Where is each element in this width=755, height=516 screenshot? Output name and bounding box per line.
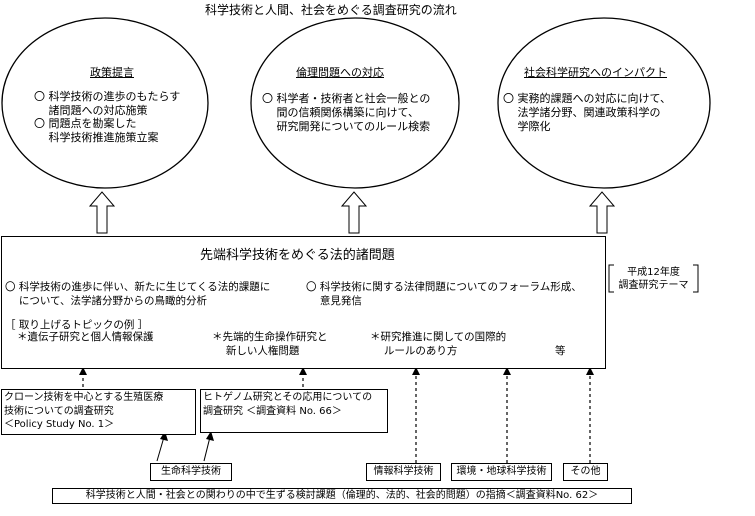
side-bracket-right bbox=[693, 264, 699, 293]
study-box-cloning: クローン技術を中心とする生殖医療 技術についての調査研究 ＜Policy Stu… bbox=[1, 389, 196, 435]
solid-connector-2 bbox=[203, 436, 211, 462]
field-box-other: その他 bbox=[563, 463, 608, 481]
main-box-left-item: 〇 科学技術の進歩に伴い、新たに生じてくる法的課題に について、法学諸分野からの… bbox=[5, 280, 270, 308]
ellipse-policy-item-2-line-1: 〇 問題点を勘案した bbox=[34, 117, 137, 130]
side-label-line-2: 調査研究テーマ bbox=[618, 280, 689, 291]
ellipse-social-science-item-1-line-2: 法学諸分野、関連政策科学の bbox=[503, 106, 661, 119]
main-box-left-item-line-1: 〇 科学技術の進歩に伴い、新たに生じてくる法的課題に bbox=[5, 281, 271, 293]
hollow-up-arrow-2 bbox=[340, 191, 368, 234]
ellipse-policy-item-1: 〇 科学技術の進歩のもたらす 諸問題への対応施策 bbox=[34, 90, 180, 118]
arrowhead-3 bbox=[412, 367, 420, 375]
arrowhead-2 bbox=[299, 367, 307, 375]
topic-2-line-2: 新しい人権問題 bbox=[212, 345, 300, 357]
study-box-human-genome-line-1: ヒトゲノム研究とその応用についての bbox=[203, 392, 373, 403]
main-box-title: 先端科学技術をめぐる法的諸問題 bbox=[200, 248, 395, 263]
ellipse-policy-item-1-line-1: 〇 科学技術の進歩のもたらす bbox=[34, 90, 181, 103]
solid-arrowhead-1 bbox=[160, 431, 168, 441]
side-label-line-1: 平成12年度 bbox=[627, 267, 680, 278]
ellipse-ethics-item-1: 〇 科学者・技術者と社会一般との 間の信頼関係構築に向けて、 研究開発についての… bbox=[262, 92, 430, 134]
main-box-right-item: 〇 科学技術に関する法律問題についてのフォーラム形成、 意見発信 bbox=[306, 280, 582, 308]
study-box-human-genome: ヒトゲノム研究とその応用についての 調査研究 ＜調査資料 No. 66＞ bbox=[200, 389, 388, 433]
field-box-life-science: 生命科学技術 bbox=[150, 463, 232, 481]
topic-3-line-2: ルールのあり方 bbox=[370, 345, 458, 357]
study-box-cloning-line-3: ＜Policy Study No. 1＞ bbox=[4, 419, 115, 430]
bottom-issues-bar: 科学技術と人間・社会との関わりの中で生ずる検討課題（倫理的、法的、社会的問題）の… bbox=[52, 488, 632, 504]
side-label: 平成12年度 調査研究テーマ bbox=[614, 266, 693, 292]
main-box-right-item-line-1: 〇 科学技術に関する法律問題についてのフォーラム形成、 bbox=[306, 281, 582, 293]
ellipse-policy-item-2: 〇 問題点を勘案した 科学技術推進施策立案 bbox=[34, 117, 159, 145]
ellipse-policy-item-1-line-2: 諸問題への対応施策 bbox=[34, 104, 148, 117]
ellipse-social-science bbox=[497, 17, 711, 189]
topics-heading: ［ 取り上げるトピックの例 ］ bbox=[5, 319, 149, 331]
solid-arrowhead-2 bbox=[206, 431, 214, 441]
ellipse-social-science-item-1: 〇 実務的課題への対応に向けて、 法学諸分野、関連政策科学の 学際化 bbox=[503, 92, 671, 134]
ellipse-social-science-item-1-line-3: 学際化 bbox=[503, 120, 551, 133]
field-box-information-science: 情報科学技術 bbox=[366, 463, 441, 481]
ellipse-policy-item-2-line-2: 科学技術推進施策立案 bbox=[34, 131, 159, 144]
study-box-human-genome-line-2: 調査研究 ＜調査資料 No. 66＞ bbox=[203, 405, 342, 417]
ellipse-ethics-heading: 倫理問題への対応 bbox=[296, 66, 384, 79]
solid-connector-1 bbox=[156, 436, 165, 462]
ellipse-ethics-item-1-line-3: 研究開発についてのルール検索 bbox=[262, 120, 431, 133]
main-topic-box bbox=[1, 236, 606, 369]
ellipse-policy-heading: 政策提言 bbox=[90, 66, 134, 79]
ellipse-ethics bbox=[250, 17, 460, 189]
topic-3-line-1: ＊研究推進に関しての国際的 bbox=[370, 331, 507, 343]
study-box-cloning-line-2: 技術についての調査研究 bbox=[4, 405, 114, 417]
topic-1: ＊遺伝子研究と個人情報保護 bbox=[17, 330, 154, 344]
field-box-environment-earth-science: 環境・地球科学技術 bbox=[451, 463, 552, 481]
main-box-left-item-line-2: について、法学諸分野からの鳥瞰的分析 bbox=[5, 295, 207, 307]
topic-2: ＊先端的生命操作研究と 新しい人権問題 bbox=[212, 330, 328, 358]
ellipse-policy bbox=[1, 17, 209, 189]
ellipse-ethics-item-1-line-1: 〇 科学者・技術者と社会一般との bbox=[262, 92, 431, 105]
topics-etc: 等 bbox=[555, 345, 566, 357]
hollow-up-arrow-3 bbox=[588, 191, 616, 234]
arrowhead-5 bbox=[586, 367, 594, 375]
ellipse-social-science-item-1-line-1: 〇 実務的課題への対応に向けて、 bbox=[503, 92, 671, 105]
topic-1-line-1: ＊遺伝子研究と個人情報保護 bbox=[17, 331, 154, 343]
ellipse-ethics-item-1-line-2: 間の信頼関係構築に向けて、 bbox=[262, 106, 419, 119]
side-bracket bbox=[608, 264, 614, 293]
hollow-up-arrow-1 bbox=[88, 191, 116, 234]
topic-3: ＊研究推進に関しての国際的 ルールのあり方 bbox=[370, 330, 506, 358]
topic-2-line-1: ＊先端的生命操作研究と bbox=[212, 331, 328, 343]
arrowhead-1 bbox=[79, 367, 87, 375]
study-box-cloning-line-1: クローン技術を中心とする生殖医療 bbox=[4, 392, 164, 403]
main-box-right-item-line-2: 意見発信 bbox=[306, 295, 362, 307]
arrowhead-4 bbox=[503, 367, 511, 375]
ellipse-social-science-heading: 社会科学研究へのインパクト bbox=[524, 66, 667, 79]
page-title: 科学技術と人間、社会をめぐる調査研究の流れ bbox=[205, 3, 457, 17]
